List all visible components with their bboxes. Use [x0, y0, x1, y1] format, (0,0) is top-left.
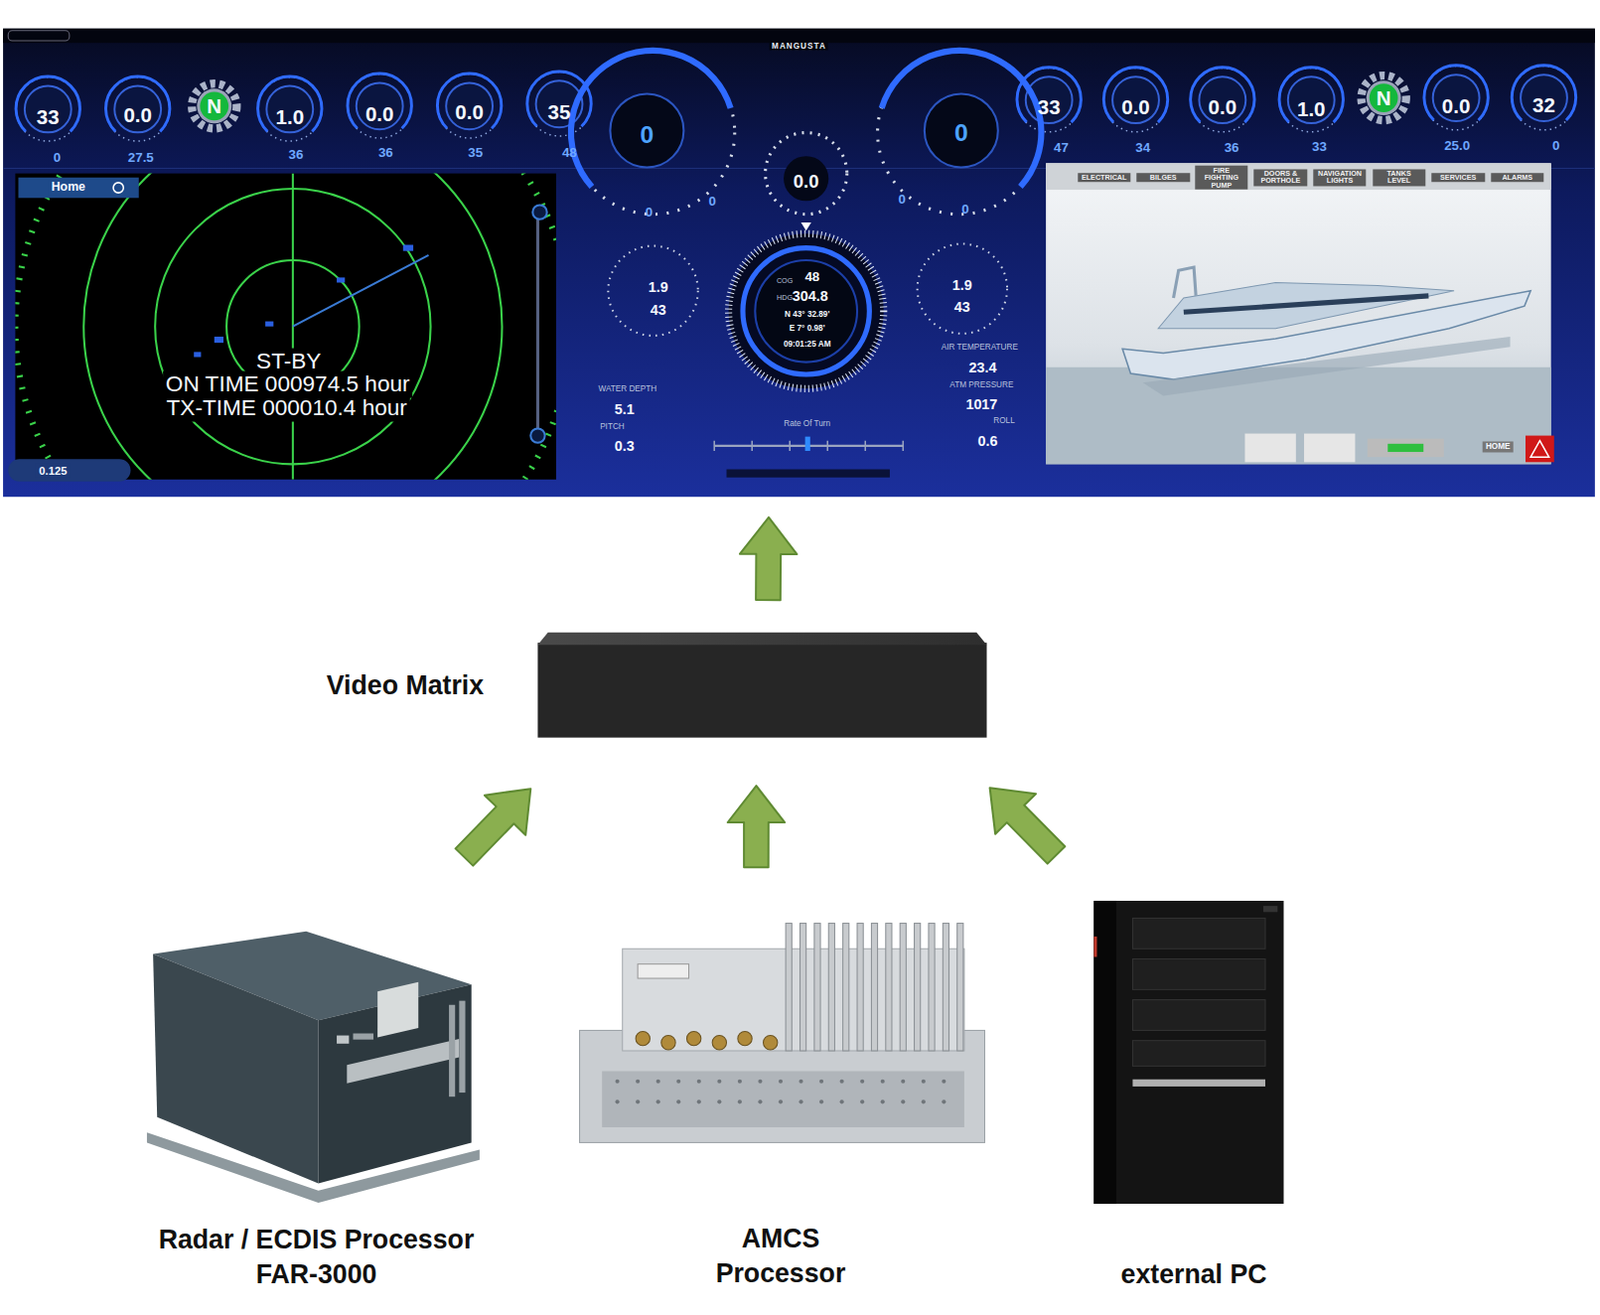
gauge-value: 0 — [1552, 139, 1560, 154]
gauge-value: 1.9 — [952, 278, 973, 294]
menu-tab: BILGES — [1137, 172, 1190, 183]
gauge-value: 36 — [378, 145, 394, 161]
screen-readout: HOME — [1482, 440, 1514, 452]
gauge-value: E 7° 0.98' — [789, 323, 826, 333]
gauge-value: 0 — [898, 192, 906, 208]
gauge-value: 0.6 — [978, 434, 999, 450]
block-arrow — [727, 785, 786, 868]
gauge-value: 0 — [708, 194, 716, 210]
external-pc: external PC — [1081, 895, 1307, 1296]
gauge-value: 48 — [562, 145, 578, 161]
menu-tab: NAVIGATION LIGHTS — [1312, 168, 1366, 186]
gauge-value: 1.0 — [276, 106, 305, 130]
gauge-value: 1017 — [965, 397, 998, 414]
gauge-value: ROLL — [993, 417, 1015, 427]
menu-tab: SERVICES — [1431, 172, 1484, 183]
gauge-value: 35 — [467, 145, 483, 161]
gauge-value: 25.0 — [1444, 139, 1470, 154]
gauge-value: 23.4 — [968, 360, 997, 377]
gauge-value: 09:01:25 AM — [783, 340, 832, 350]
gauge-value: 36 — [1224, 141, 1240, 156]
gauge-value: 48 — [804, 270, 820, 286]
device-label: AMCS Processor — [694, 1221, 869, 1291]
gauge-value: 0 — [961, 201, 969, 217]
gauge-value: 27.5 — [128, 150, 154, 166]
gauge-value: COG — [776, 277, 793, 286]
block-arrow — [739, 517, 798, 600]
gauge-value: 0 — [640, 121, 655, 148]
menu-tab: TANKS LEVEL — [1372, 168, 1426, 186]
gauge-value: 0.0 — [1121, 96, 1151, 120]
gauge-value: 304.8 — [792, 289, 829, 305]
gauge-value: 1.9 — [648, 280, 669, 296]
gauge-value: 33 — [1037, 96, 1061, 120]
screen-readout: TX-TIME 000010.4 hour — [163, 395, 411, 423]
gauge-value: 43 — [954, 299, 971, 316]
gauge-value: 0 — [53, 150, 61, 166]
gauge-value: 0.0 — [365, 103, 395, 127]
gauge-value: 1.0 — [1297, 98, 1326, 122]
gauge-value: 34 — [1135, 141, 1151, 156]
menu-tab: ELECTRICAL — [1077, 172, 1131, 183]
gauge-value: Rate Of Turn — [783, 420, 831, 430]
gauge-value: 43 — [650, 302, 667, 319]
gauge-value: 5.1 — [614, 402, 635, 419]
device-label: Radar / ECDIS Processor FAR-3000 — [157, 1222, 475, 1292]
gauge-value: AIR TEMPERATURE — [941, 343, 1019, 353]
device-label: external PC — [1086, 1257, 1302, 1293]
screen-readout: 0.125 — [35, 462, 70, 477]
gauge-value: N — [206, 95, 222, 119]
gauge-value: PITCH — [599, 423, 625, 433]
block-arrow — [990, 787, 1066, 864]
block-arrow — [455, 788, 532, 866]
gauge-value: WATER DEPTH — [597, 385, 657, 395]
amcs-processor: AMCS Processor — [566, 918, 996, 1297]
gauge-value: 0.0 — [1442, 95, 1471, 119]
menu-tab: ALARMS — [1490, 172, 1544, 183]
gauge-value: 47 — [1053, 141, 1069, 156]
menu-tab: DOORS & PORTHOLE — [1254, 168, 1308, 186]
screen-readout: Home — [48, 179, 89, 196]
radar-processor: Radar / ECDIS Processor FAR-3000 — [143, 923, 490, 1302]
gauge-value: 0 — [645, 204, 653, 220]
gauge-value: 35 — [548, 101, 572, 125]
menu-tab: FIRE FIGHTING PUMP — [1194, 164, 1248, 190]
device-label: Video Matrix — [326, 669, 484, 701]
gauge-value: ATM PRESSURE — [949, 381, 1014, 391]
gauge-value: 0.3 — [614, 438, 635, 455]
gauge-value: 33 — [36, 106, 60, 130]
gauge-value: 32 — [1532, 94, 1556, 118]
screen-brand: MANGUSTA — [769, 41, 829, 51]
gauge-value: HDG — [776, 293, 793, 302]
gauge-value: N — [1376, 86, 1392, 110]
video-matrix-box: Video Matrix — [326, 632, 988, 738]
gauge-value: 0.0 — [454, 101, 484, 125]
gauge-value: 0.0 — [123, 104, 152, 128]
gauge-value: 36 — [289, 147, 304, 163]
gauge-value: 0.0 — [1208, 96, 1238, 120]
gauge-value: 0.0 — [793, 171, 820, 192]
gauge-value: N 43° 32.89' — [784, 310, 830, 320]
gauge-value: 0 — [954, 119, 969, 146]
gauge-value: 33 — [1311, 140, 1327, 155]
